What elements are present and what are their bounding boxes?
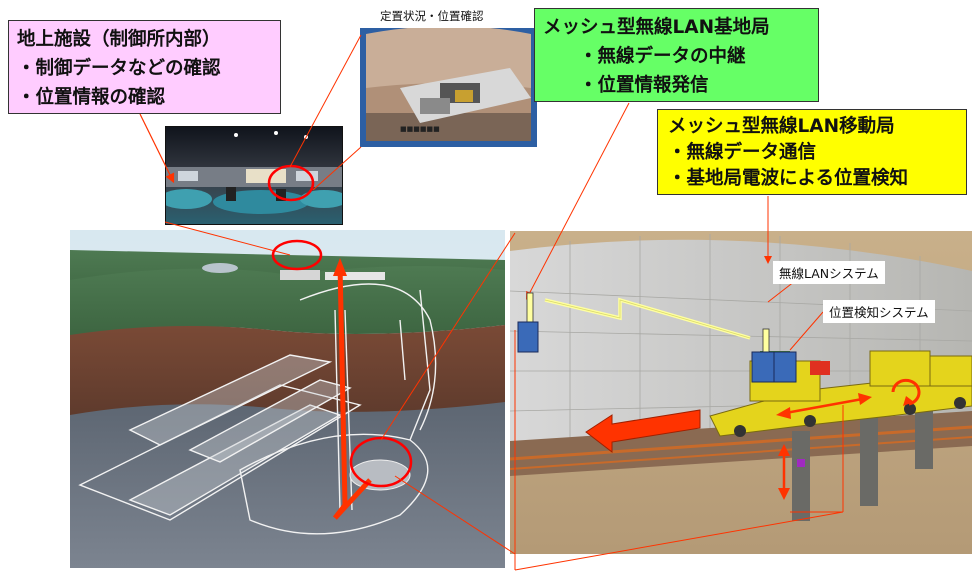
ground-facility-title: 地上施設（制御所内部） (17, 29, 221, 50)
base-station-title: メッシュ型無線LAN基地局 (543, 17, 770, 38)
wireless-lan-system-label: 無線LANシステム (773, 261, 885, 284)
control-room-photo (165, 126, 343, 225)
mobile-station-title: メッシュ型無線LAN移動局 (668, 116, 895, 137)
ground-facility-item-1: ・制御データなどの確認 (17, 58, 221, 79)
ground-facility-item-2: ・位置情報の確認 (17, 87, 166, 108)
train-rendering-photo: ■■■■■■ (360, 28, 537, 147)
position-confirm-caption: 定置状況・位置確認 (380, 9, 484, 23)
mobile-station-item-1: ・無線データ通信 (668, 142, 817, 163)
svg-text:■■■■■■: ■■■■■■ (400, 125, 440, 133)
position-detect-system-label: 位置検知システム (823, 300, 935, 323)
base-station-item-1: ・無線データの中継 (579, 46, 746, 67)
mobile-station-callout: メッシュ型無線LAN移動局 ・無線データ通信 ・基地局電波による位置検知 (657, 109, 967, 195)
tunnel-cross-section (510, 231, 972, 554)
ground-facility-callout: 地上施設（制御所内部） ・制御データなどの確認 ・位置情報の確認 (8, 20, 281, 114)
site-aerial-schematic (70, 230, 505, 568)
base-station-callout: メッシュ型無線LAN基地局 ・無線データの中継 ・位置情報発信 (534, 8, 819, 102)
mobile-station-item-2: ・基地局電波による位置検知 (668, 168, 908, 189)
base-station-item-2: ・位置情報発信 (579, 75, 709, 96)
